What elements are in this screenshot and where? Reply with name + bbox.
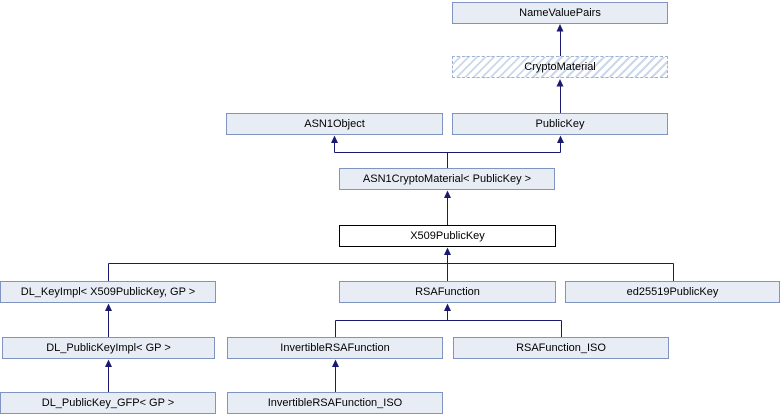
node-namevaluepairs[interactable]: NameValuePairs	[452, 2, 668, 24]
edge-dl-publickey-gfp-to-dl-publickeyimpl	[105, 359, 112, 392]
node-invertiblersafunction[interactable]: InvertibleRSAFunction	[227, 337, 443, 359]
edge-children-to-rsafunction	[335, 303, 562, 337]
edge-dl-publickeyimpl-to-dl-keyimpl	[105, 303, 112, 337]
node-rsafunction[interactable]: RSAFunction	[339, 281, 556, 303]
edge-cryptomaterial-to-namevaluepairs	[556, 24, 564, 56]
edge-invertiblersafunction-iso-to-invertiblersafunction	[332, 359, 339, 392]
node-asn1object[interactable]: ASN1Object	[226, 113, 443, 135]
node-dl-publickey-gfp[interactable]: DL_PublicKey_GFP< GP >	[0, 392, 216, 414]
node-dl-keyimpl[interactable]: DL_KeyImpl< X509PublicKey, GP >	[0, 281, 216, 303]
node-publickey[interactable]: PublicKey	[452, 113, 668, 135]
edge-x509publickey-to-asn1cryptomaterial	[444, 190, 451, 225]
edge-asn1cryptomaterial-to-parents	[331, 135, 564, 168]
node-cryptomaterial[interactable]: CryptoMaterial	[452, 56, 668, 78]
edge-publickey-to-cryptomaterial	[556, 79, 564, 113]
edge-children-to-x509publickey	[108, 247, 674, 281]
node-dl-publickeyimpl[interactable]: DL_PublicKeyImpl< GP >	[2, 337, 215, 359]
node-asn1cryptomaterial[interactable]: ASN1CryptoMaterial< PublicKey >	[339, 168, 555, 190]
node-rsafunction-iso[interactable]: RSAFunction_ISO	[453, 337, 669, 359]
node-ed25519publickey[interactable]: ed25519PublicKey	[565, 281, 780, 303]
node-invertiblersafunction-iso[interactable]: InvertibleRSAFunction_ISO	[227, 392, 443, 414]
node-x509publickey: X509PublicKey	[339, 225, 556, 247]
